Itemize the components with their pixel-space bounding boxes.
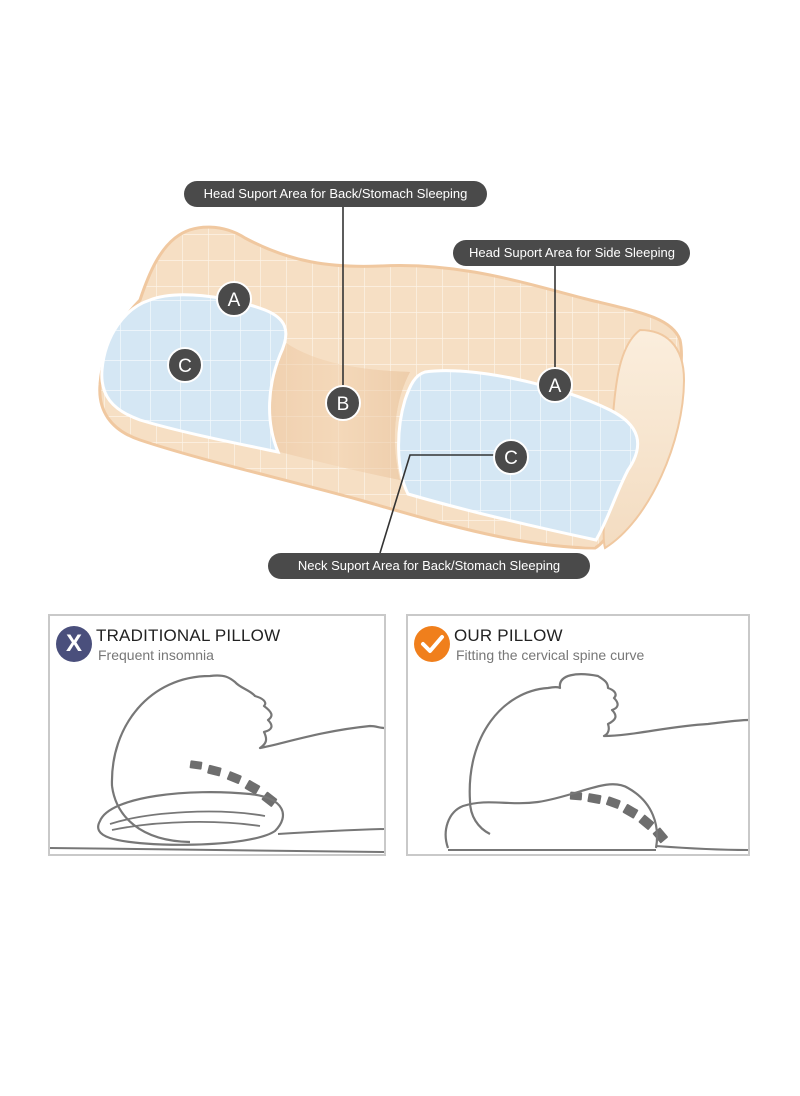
zone-marker-a-right: A [537,367,573,403]
zone-marker-c-right: C [493,439,529,475]
traditional-panel-subtitle: Frequent insomnia [98,647,214,663]
x-badge-icon: X [56,626,92,662]
svg-text:A: A [228,290,241,311]
zone-marker-c-left: C [167,347,203,383]
traditional-pillow-panel: X TRADITIONAL PILLOW Frequent insomnia [48,614,386,856]
callout-head-support-side: Head Suport Area for Side Sleeping [453,240,690,266]
connector-line-neck-back [379,454,497,554]
svg-text:A: A [549,376,562,397]
svg-text:B: B [337,394,350,415]
svg-text:C: C [178,356,192,377]
our-pillow-panel: OUR PILLOW Fitting the cervical spine cu… [406,614,750,856]
zone-marker-b-center: B [325,385,361,421]
pillow-illustration: A C B A C [98,206,686,554]
traditional-sleeper-drawing [50,674,384,853]
callout-neck-support-back: Neck Suport Area for Back/Stomach Sleepi… [268,553,590,579]
zone-marker-a-left: A [216,281,252,317]
our-pillow-panel-subtitle: Fitting the cervical spine curve [456,647,645,663]
our-pillow-panel-title: OUR PILLOW [454,626,563,645]
checkmark-badge-icon [414,626,450,662]
traditional-panel-title: TRADITIONAL PILLOW [96,626,281,645]
callout-head-support-back: Head Suport Area for Back/Stomach Sleepi… [184,181,487,207]
pillow-end-face [602,328,686,550]
svg-text:C: C [504,448,518,469]
our-sleeper-drawing [444,673,748,851]
